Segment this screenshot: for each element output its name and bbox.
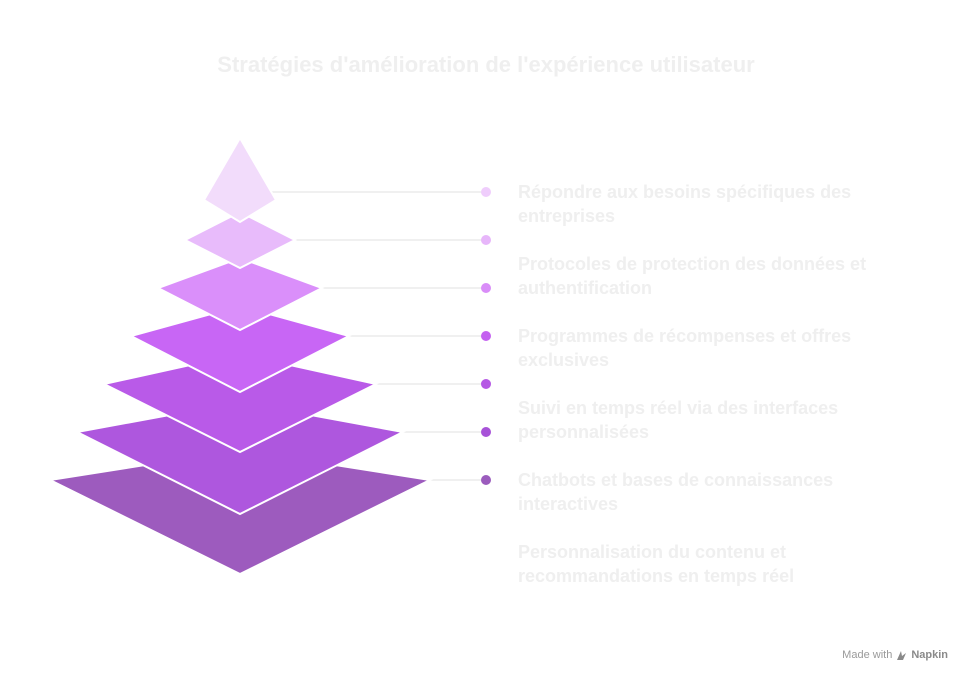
pyramid-layers <box>46 136 434 576</box>
level-label-4: Suivi en temps réel via des interfaces p… <box>518 398 839 442</box>
connector-dot-2 <box>481 235 491 245</box>
pyramid-layer-3 <box>155 256 325 332</box>
napkin-brand-text: Napkin <box>911 649 948 661</box>
pyramid-layer-4 <box>128 304 352 394</box>
connector-dot-4 <box>481 331 491 341</box>
pyramid-layer-6 <box>73 400 407 516</box>
connector-dot-5 <box>481 379 491 389</box>
pyramid-layer-5 <box>101 352 379 454</box>
made-with-text: Made with <box>842 649 893 661</box>
level-label-2: Protocoles de protection des données et … <box>518 254 867 298</box>
pyramid-layer-1 <box>202 136 278 224</box>
connector-dot-7 <box>481 475 491 485</box>
connector-dot-1 <box>481 187 491 197</box>
level-label-6: Personnalisation du contenu et recommand… <box>518 542 795 586</box>
level-label-5: Chatbots et bases de connaissances inter… <box>518 470 834 514</box>
page-title: Stratégies d'amélioration de l'expérienc… <box>217 52 755 77</box>
level-label-3: Programmes de récompenses et offres excl… <box>518 326 852 370</box>
level-label-1: Répondre aux besoins spécifiques des ent… <box>518 182 852 226</box>
connector-dot-3 <box>481 283 491 293</box>
connector-dot-6 <box>481 427 491 437</box>
made-with-napkin-footer[interactable]: Made with Napkin <box>842 649 948 661</box>
napkin-logo-icon <box>897 650 907 660</box>
pyramid-layer-2 <box>182 210 298 270</box>
connector-dots <box>481 187 491 485</box>
